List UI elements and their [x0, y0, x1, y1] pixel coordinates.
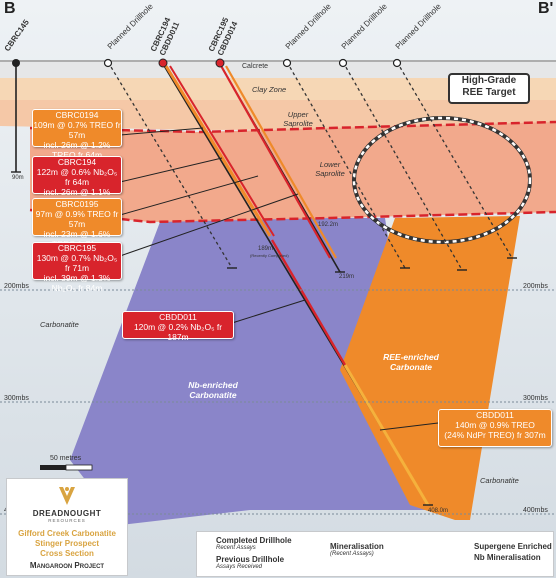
carbonatite-label-right: Carbonatite: [480, 476, 519, 485]
calcrete-label: Calcrete: [242, 63, 269, 70]
lower-saprolite-label: Lower Saprolite: [315, 160, 345, 178]
ree-enriched-label: REE-enriched Carbonate: [383, 352, 439, 372]
planned-collar-3: [338, 58, 348, 68]
planned-collar-4: [392, 58, 402, 68]
planned-hole-4: [396, 61, 513, 259]
planned-hole-1: [107, 61, 233, 269]
legend-previous-sub: Assays Received: [216, 564, 263, 570]
eoh-cbrc145: 90m: [12, 175, 24, 181]
legend-supergene-2: Nb Mineralisation: [474, 553, 541, 562]
callout-cbdd011-nb: CBDD011 120m @ 0.2% Nb₂O₅ fr 187m: [122, 311, 234, 342]
eoh-cbrc195: 192.2m: [318, 222, 339, 228]
title-block: DREADNOUGHT RESOURCES Gifford Creek Carb…: [6, 478, 128, 576]
cbrc195-collar: [215, 58, 225, 68]
project-name: Mangaroon Project: [29, 561, 105, 570]
callout-cbdd011-treo: CBDD011 140m @ 0.9% TREO (24% NdPr TREO)…: [438, 409, 552, 447]
callout-cbrc0195-treo: CBRC0195 97m @ 0.9% TREO fr 57m incl. 23…: [32, 198, 122, 249]
section-end-label: B': [538, 0, 554, 17]
cbrc194-collar: [158, 58, 168, 68]
title-line-1: Gifford Creek Carbonatite: [18, 529, 116, 538]
legend-completed: Completed Drillhole: [216, 536, 292, 545]
callout-cbrc194-nb: CBRC194 122m @ 0.6% Nb₂O₅ fr 64m incl. 2…: [32, 156, 122, 207]
upper-saprolite-label: Upper Saprolite: [283, 110, 313, 128]
eoh-cbdd011: 408.0m: [428, 508, 449, 514]
clay-zone-layer: [0, 78, 556, 100]
planned-hole-3: [342, 61, 463, 271]
planned-collar-1: [103, 58, 113, 68]
legend-mineralisation-sub: (Recent Assays): [330, 551, 374, 557]
callout-cbrc0194-treo: CBRC0194 109m @ 0.7% TREO fr 57m incl. 2…: [32, 109, 122, 160]
eoh-cbrc194-sub: (Recently Completed): [250, 253, 289, 258]
scale-bar-label: 50 metres: [50, 455, 82, 462]
title-line-2: Stinger Prospect: [34, 539, 99, 548]
legend: [196, 531, 554, 577]
logo-brand-sub: RESOURCES: [48, 518, 86, 523]
depth-300-right: 300mbs: [523, 395, 548, 402]
logo-brand: DREADNOUGHT: [32, 509, 102, 518]
section-start-label: B: [4, 0, 16, 17]
carbonatite-label-left: Carbonatite: [40, 320, 79, 329]
title-line-3: Cross Section: [40, 549, 94, 558]
nb-enriched-zone: [70, 218, 430, 525]
scale-bar: [40, 464, 93, 471]
upper-saprolite-layer: [0, 100, 556, 130]
legend-previous: Previous Drillhole: [216, 555, 285, 564]
eoh-cbrc194: 189m: [258, 246, 274, 252]
legend-supergene-1: Supergene Enriched: [474, 542, 552, 551]
eoh-cbdd014: 219m: [339, 274, 355, 280]
cbrc145-collar: [12, 59, 20, 67]
cbrc195-trace: [219, 63, 331, 259]
depth-200-left: 200mbs: [4, 283, 29, 290]
calcrete-layer: [0, 60, 556, 78]
dreadnought-logo-icon: [59, 487, 75, 505]
callout-cbrc195-nb: CBRC195 130m @ 0.7% Nb₂O₅ fr 71m incl. 3…: [32, 242, 122, 293]
legend-completed-sub: Recent Assays: [216, 545, 256, 551]
planned-collar-2: [282, 58, 292, 68]
depth-300-left: 300mbs: [4, 395, 29, 402]
lower-saprolite-layer: [30, 122, 556, 222]
target-line-1: High-Grade: [461, 75, 517, 86]
planned-drillholes: [107, 61, 513, 271]
nb-enriched-label: Nb-enriched Carbonatite: [188, 380, 238, 400]
high-grade-target-box: High-Grade REE Target: [448, 73, 530, 104]
depth-200-right: 200mbs: [523, 283, 548, 290]
target-line-2: REE Target: [462, 87, 516, 98]
clay-zone-label: Clay Zone: [252, 85, 287, 94]
legend-mineralisation: Mineralisation: [330, 542, 384, 551]
depth-400-right: 400mbs: [523, 507, 548, 514]
